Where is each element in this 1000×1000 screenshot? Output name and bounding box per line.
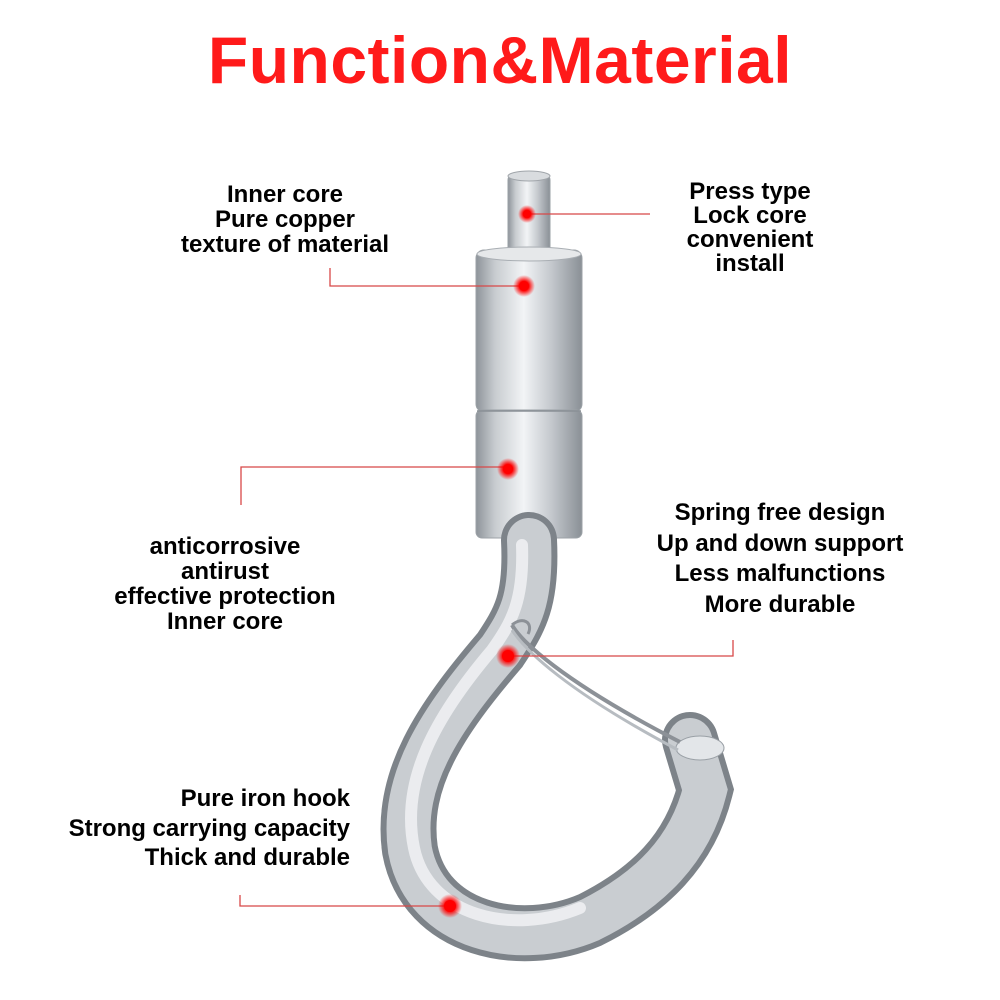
page-title: Function&Material: [207, 23, 793, 97]
callout-press-type: Press type Lock core convenient install: [686, 178, 814, 277]
callout-spring-free: Spring free design Up and down support L…: [656, 499, 904, 618]
callout-anticorrosive: anticorrosive antirust effective protect…: [114, 533, 336, 635]
iron-hook: [380, 512, 735, 962]
callout-inner-core: Inner core Pure copper texture of materi…: [180, 181, 390, 258]
leader-lines: [239, 213, 734, 907]
leader-line-spring-free: [508, 640, 734, 657]
leader-line-anticorrosive: [240, 466, 508, 505]
leader-line-inner-core: [329, 268, 527, 287]
leader-line-iron-hook: [239, 895, 450, 907]
lower-sleeve: [475, 409, 583, 539]
callout-iron-hook: Pure iron hook Strong carrying capacity …: [68, 785, 350, 871]
spring-gate-wire: [510, 619, 681, 752]
marker-dots: [438, 205, 536, 918]
upper-sleeve: [475, 246, 583, 413]
